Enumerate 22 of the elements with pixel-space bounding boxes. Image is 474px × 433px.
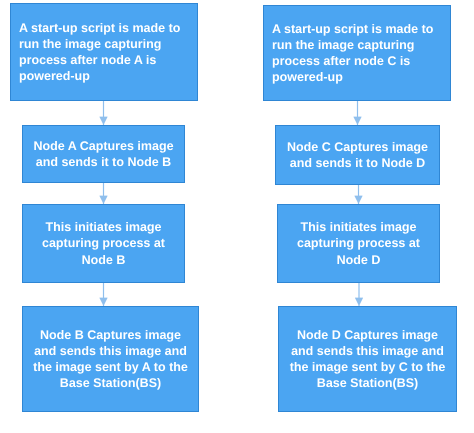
box-text: This initiates image capturing process at Node B (41, 219, 166, 268)
process-box (22, 306, 199, 412)
arrow (99, 183, 108, 204)
box-text: Node B Captures image and sends this image and the image sent by A to the Base Station(BS) (32, 326, 189, 392)
arrow (99, 101, 108, 125)
arrow (354, 283, 364, 306)
box-text: Node C Captures image and sends it to Node D (286, 138, 429, 172)
box-text: A start-up script is made to run the image capturing process after node A is powered-up (19, 20, 182, 84)
box-text: A start-up script is made to run the image capturing process after node C is powered-up (272, 20, 434, 86)
arrow (354, 185, 363, 204)
process-box (10, 3, 198, 101)
process-box (278, 306, 457, 412)
box-text: Node A Captures image and sends it to Node B (32, 138, 175, 170)
box-text: This initiates image capturing process at Node D (296, 219, 421, 268)
process-box (277, 204, 440, 283)
arrow (99, 283, 108, 306)
process-box (263, 5, 451, 101)
arrow (353, 101, 362, 125)
box-text: Node D Captures image and sends this image and the image sent by C to the Base Station(BS) (288, 326, 446, 392)
process-box (22, 125, 185, 183)
process-box (275, 125, 440, 185)
process-box (22, 204, 185, 283)
